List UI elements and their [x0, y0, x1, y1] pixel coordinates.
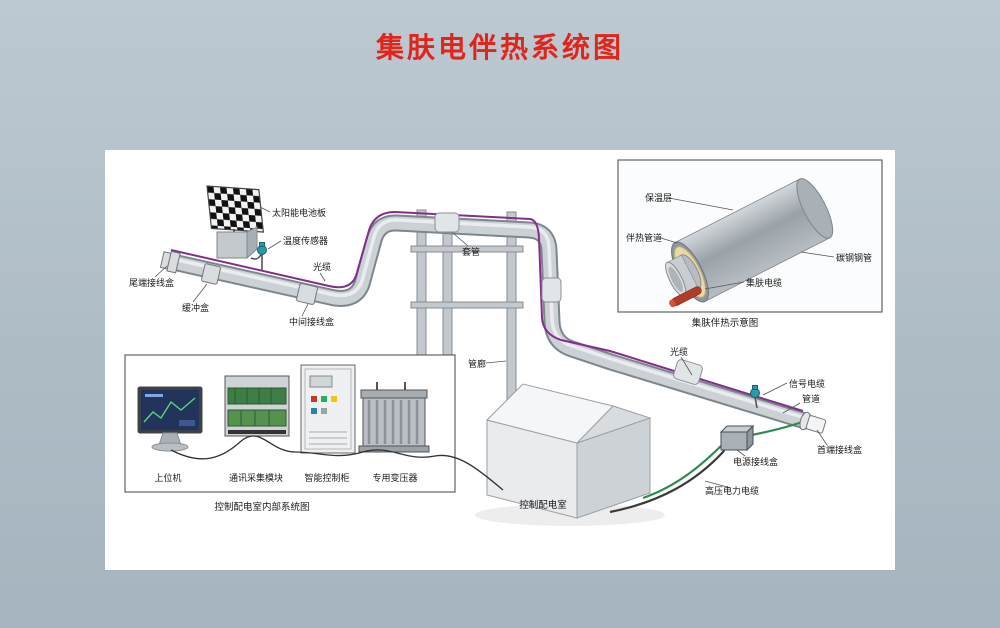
hv-power-cable [609, 445, 728, 514]
signal-sensor-icon [750, 385, 760, 409]
diagram-panel: 上位机 通讯采集模块 智能控制柜 专用变压器 控制配电室内部系统图 [105, 150, 895, 570]
pipe-label: 管道 [802, 393, 820, 404]
buffer-box-label: 缓冲盒 [182, 302, 209, 313]
buffer-box [201, 263, 221, 285]
temperature-sensor-icon [257, 242, 267, 271]
head-junction-box-label: 首端接线盒 [817, 444, 862, 455]
heat-tracing-pipe-label: 伴热管道 [626, 232, 662, 243]
control-room-panel-box: 上位机 通讯采集模块 智能控制柜 专用变压器 [124, 354, 504, 493]
casing-sleeve [541, 277, 562, 303]
insulation-layer-label: 保温层 [645, 192, 672, 203]
pipe-rack [410, 209, 524, 409]
skin-effect-cable-tip [669, 299, 676, 308]
leader-lines [154, 206, 828, 489]
signal-cable-label: 信号电缆 [789, 378, 825, 389]
control-room-label: 控制配电室 [519, 499, 567, 511]
tail-junction-box [159, 250, 181, 274]
optical-cable-run [170, 210, 804, 412]
pipe-rack-label: 管廊 [468, 358, 486, 369]
smart-control-cabinet-label: 智能控制柜 [304, 472, 349, 483]
diagram-labels: 太阳能电池板 温度传感器 尾端接线盒 缓冲盒 中间接线盒 光缆 套管 管廊 光缆… [129, 207, 862, 511]
solar-panel [206, 185, 264, 260]
power-junction-box [719, 424, 755, 452]
carbon-steel-pipe-label: 碳钢钢管 [836, 252, 872, 263]
heat-tracing-diagram: 上位机 通讯采集模块 智能控制柜 专用变压器 控制配电室内部系统图 [124, 159, 883, 526]
equipment-wiring [170, 435, 504, 491]
tail-junction-box-label: 尾端接线盒 [129, 277, 174, 288]
pipe-bore [668, 266, 684, 292]
casing-label: 套管 [462, 246, 480, 257]
middle-junction-box-label: 中间接线盒 [289, 316, 334, 327]
transformer [358, 382, 430, 453]
inset-cross-section: 保温层 伴热管道 碳钢钢管 集肤电缆 [617, 159, 883, 313]
comm-module-label: 通讯采集模块 [229, 472, 283, 483]
host-computer-label: 上位机 [154, 472, 181, 483]
power-junction-box-label: 电源接线盒 [733, 456, 778, 467]
optical-cable-right-label: 光缆 [670, 346, 688, 357]
green-power-cable [642, 441, 726, 500]
pipe-back-cap [796, 178, 834, 239]
control-room-building [475, 383, 665, 526]
smart-control-cabinet [300, 364, 356, 454]
skin-effect-cable-label: 集肤电缆 [746, 277, 782, 288]
page-title: 集肤电伴热系统图 [375, 32, 624, 63]
comm-module [224, 375, 290, 437]
host-computer [137, 386, 203, 452]
transformer-label: 专用变压器 [372, 472, 417, 483]
optical-cable-left-label: 光缆 [313, 261, 331, 272]
green-power-cable [746, 420, 803, 438]
pipeline [164, 214, 814, 430]
head-junction-box [799, 411, 827, 434]
casing-sleeve [673, 359, 703, 385]
hv-power-cable-label: 高压电力电缆 [705, 485, 759, 496]
temperature-sensor-label: 温度传感器 [283, 235, 328, 246]
casing-sleeve [434, 212, 460, 233]
middle-junction-box [296, 283, 318, 305]
solar-panel-label: 太阳能电池板 [272, 207, 326, 218]
control-room-panel-caption: 控制配电室内部系统图 [214, 501, 309, 513]
solar-pedestal [216, 231, 248, 259]
inset-caption: 集肤伴热示意图 [692, 317, 759, 329]
